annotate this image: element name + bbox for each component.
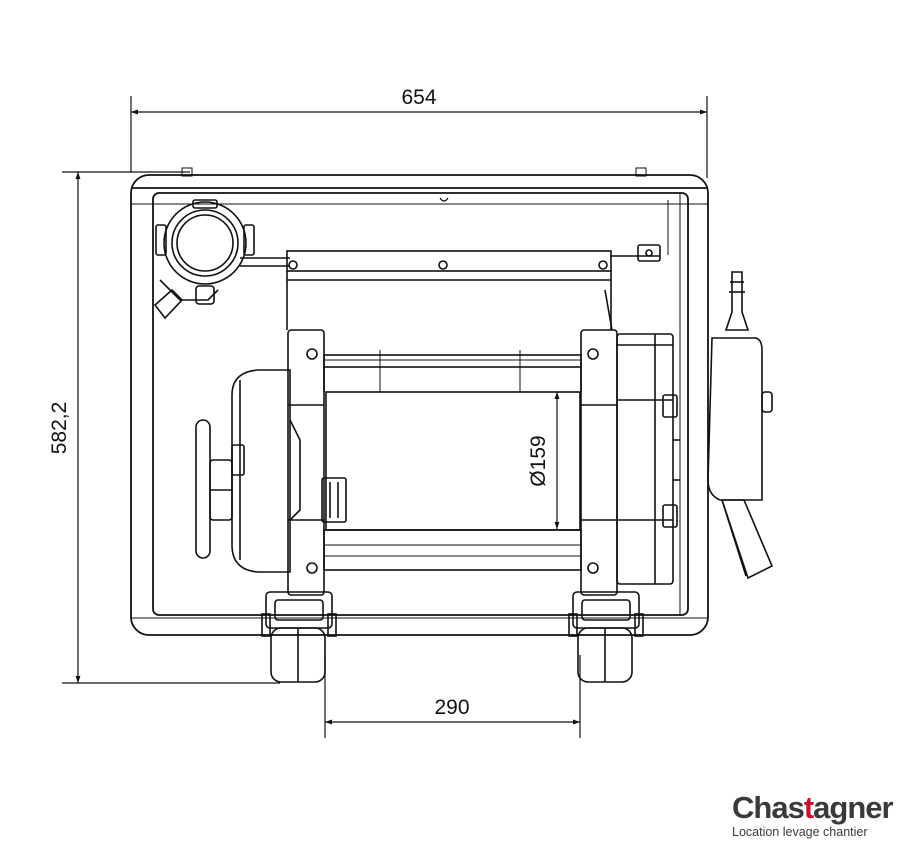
dimension-height: [62, 171, 280, 684]
dimension-height-label: 582,2: [48, 402, 71, 455]
remote-pendant: [707, 271, 774, 580]
logo-tagline: Location levage chantier: [732, 825, 868, 839]
bracket-right: [580, 329, 618, 596]
dimension-width: [130, 96, 708, 178]
gearbox-right: [616, 333, 680, 585]
company-logo: Chastagner Location levage chantier: [732, 792, 902, 844]
wheel-left: [261, 591, 337, 683]
outer-frame: [130, 167, 709, 636]
top-plate: [286, 250, 613, 331]
motor-left: [195, 369, 291, 573]
dimension-wheel-spacing-label: 290: [434, 696, 469, 719]
wheel-right: [568, 591, 644, 683]
dimension-width-label: 654: [401, 86, 436, 109]
winch-drum: [323, 350, 582, 571]
logo-name: Chastagner: [732, 790, 894, 825]
hose-coupling: [153, 199, 661, 320]
bracket-left: [287, 329, 347, 596]
dimension-diameter-label: Ø159: [527, 435, 550, 486]
